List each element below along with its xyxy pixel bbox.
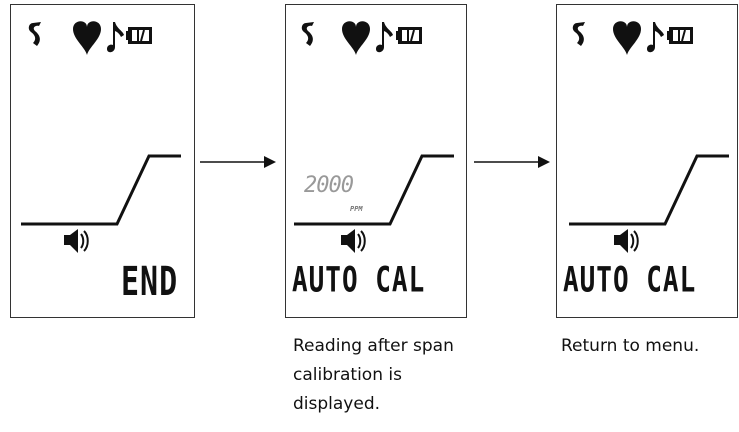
music-note-icon [107,22,124,53]
span-gas-curve [21,154,181,226]
caption-line: Return to menu. [561,336,700,356]
heart-icon [613,21,641,55]
gas-reading-value: 2000 [304,173,354,198]
gas-reading-unit: PPM [350,205,363,213]
heart-icon [342,21,370,55]
caption-line: Reading after span [293,336,454,356]
lcd-screen-reading: 2000 PPM AUTO CAL [285,4,467,318]
music-note-icon [376,22,393,53]
span-gas-curve [569,154,729,226]
lcd-graphics [569,21,729,253]
speaker-icon [341,229,366,253]
caption-line: calibration is [293,365,402,385]
flow-arrow [474,156,550,168]
lcd-screen-end: END [10,4,195,318]
lcd-bottom-text: AUTO CAL [292,260,426,302]
speaker-icon [64,229,89,253]
caption-return: Return to menu. [561,332,699,361]
sensor-icon [301,22,314,46]
sensor-icon [572,22,585,46]
battery-icon [396,27,422,44]
lcd-screen-menu: AUTO CAL [556,4,738,318]
lcd-graphics [21,21,181,253]
caption-reading: Reading after span calibration is displa… [293,332,454,419]
lcd-status-icons [301,21,422,55]
lcd-bottom-text: END [121,258,179,306]
speaker-icon [614,229,639,253]
lcd-status-icons [28,21,152,55]
lcd-bottom-text: AUTO CAL [563,260,697,302]
lcd-graphics [294,21,454,253]
music-note-icon [647,22,664,53]
span-gas-curve [294,154,454,226]
heart-icon [73,21,101,55]
caption-line: displayed. [293,394,381,414]
sensor-icon [28,22,41,46]
flow-arrow [200,156,276,168]
battery-icon [667,27,693,44]
battery-icon [126,27,152,44]
lcd-status-icons [572,21,693,55]
